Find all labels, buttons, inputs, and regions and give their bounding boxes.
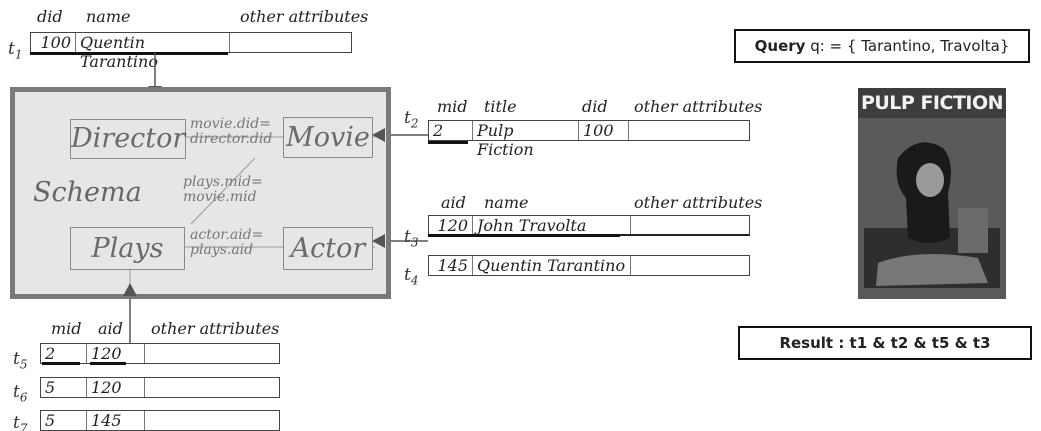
movie-header-mid: mid (437, 97, 468, 116)
plays-cell-aid-t6: 120 (87, 378, 145, 397)
tuple-label-t5: t5 (13, 349, 28, 372)
join-label-movie-director: movie.did= director.did (190, 117, 272, 147)
actor-header-name: name (484, 193, 529, 212)
poster-artwork (858, 88, 1006, 299)
tuple-label-t6: t6 (13, 382, 28, 405)
plays-cell-mid-t5: 2 (41, 344, 87, 363)
tuple-label-t2: t2 (404, 108, 419, 131)
join-plays-movie-line2: movie.mid (183, 189, 257, 205)
tuple-label-t1: t1 (8, 39, 23, 62)
entity-movie: Movie (283, 117, 373, 158)
actor-cell-other-t4 (631, 256, 749, 275)
actor-cell-aid-t3: 120 (429, 216, 473, 235)
match-underline-t5-aid (90, 362, 126, 365)
query-label: Query (754, 37, 806, 55)
movie-cell-did: 100 (579, 121, 629, 140)
actor-cell-aid-t4: 145 (429, 256, 473, 275)
arrowhead-actor (372, 234, 385, 248)
entity-plays: Plays (70, 227, 185, 270)
schema-label: Schema (33, 177, 142, 208)
actor-cell-other-t3 (631, 216, 749, 234)
plays-cell-mid-t7: 5 (41, 411, 87, 430)
poster-title: PULP FICTION (860, 92, 1004, 114)
director-header-name: name (86, 7, 131, 26)
join-movie-director-line1: movie.did= (190, 116, 271, 132)
result-box: Result : t1 & t2 & t5 & t3 (738, 326, 1032, 360)
query-text: q: = { Tarantino, Travolta} (810, 37, 1010, 55)
plays-cell-other-t5 (145, 344, 279, 363)
movie-cell-mid: 2 (429, 121, 473, 140)
plays-cell-aid-t5: 120 (87, 344, 145, 363)
schema-box: Director Movie Plays Actor movie.did= di… (10, 87, 391, 299)
actor-cell-name-t3: John Travolta (473, 216, 631, 235)
edge-movie-plays (190, 157, 256, 225)
join-plays-movie-line1: plays.mid= (183, 174, 263, 190)
match-underline-t5-mid (42, 362, 80, 365)
result-label: Result : t1 & t2 & t5 & t3 (779, 334, 991, 352)
actor-header-other: other attributes (634, 193, 763, 212)
plays-cell-mid-t6: 5 (41, 378, 87, 397)
movie-poster-image: PULP FICTION (858, 88, 1006, 299)
director-header-other: other attributes (240, 7, 369, 26)
tuple-label-t4: t4 (404, 265, 419, 288)
director-cell-did: 100 (31, 33, 76, 52)
director-header-did: did (37, 7, 63, 26)
movie-header-title: title (484, 97, 517, 116)
plays-header-mid: mid (51, 319, 82, 338)
movie-cell-other (629, 121, 749, 140)
tuple-label-t3: t3 (404, 227, 419, 250)
entity-director: Director (70, 119, 186, 159)
actor-cell-name-t4: Quentin Tarantino (473, 256, 631, 275)
director-cell-name: Quentin Tarantino (76, 33, 230, 71)
join-movie-director-line2: director.did (190, 131, 273, 147)
movie-tuple-t2: 2 Pulp Fiction 100 (428, 120, 750, 159)
plays-header-other: other attributes (151, 319, 280, 338)
match-underline-t2 (428, 141, 468, 144)
arrowhead-movie (372, 128, 385, 142)
actor-tuple-t3: 120 John Travolta (428, 215, 750, 236)
entity-actor: Actor (283, 227, 373, 270)
query-box: Query q: = { Tarantino, Travolta} (734, 29, 1030, 63)
plays-tuple-t7: 5 145 (40, 410, 280, 431)
actor-header-aid: aid (441, 193, 466, 212)
movie-header-did: did (582, 97, 608, 116)
plays-cell-aid-t7: 145 (87, 411, 145, 430)
plays-header-aid: aid (98, 319, 123, 338)
match-underline-t3 (428, 234, 620, 237)
actor-tuple-t4: 145 Quentin Tarantino (428, 255, 750, 276)
tuple-label-t7: t7 (13, 413, 28, 431)
movie-cell-title: Pulp Fiction (473, 121, 579, 159)
plays-tuple-t5: 2 120 (40, 343, 280, 364)
movie-header-other: other attributes (634, 97, 763, 116)
join-label-actor-plays: actor.aid= plays.aid (190, 228, 263, 258)
plays-tuple-t6: 5 120 (40, 377, 280, 398)
arrowhead-plays (123, 283, 137, 296)
match-underline-t1 (30, 52, 228, 55)
join-actor-plays-line1: actor.aid= (190, 227, 264, 243)
join-label-plays-movie: plays.mid= movie.mid (183, 175, 263, 205)
plays-cell-other-t7 (145, 411, 279, 430)
director-tuple-t1: 100 Quentin Tarantino (30, 32, 352, 71)
plays-cell-other-t6 (145, 378, 279, 397)
join-actor-plays-line2: plays.aid (190, 242, 254, 258)
